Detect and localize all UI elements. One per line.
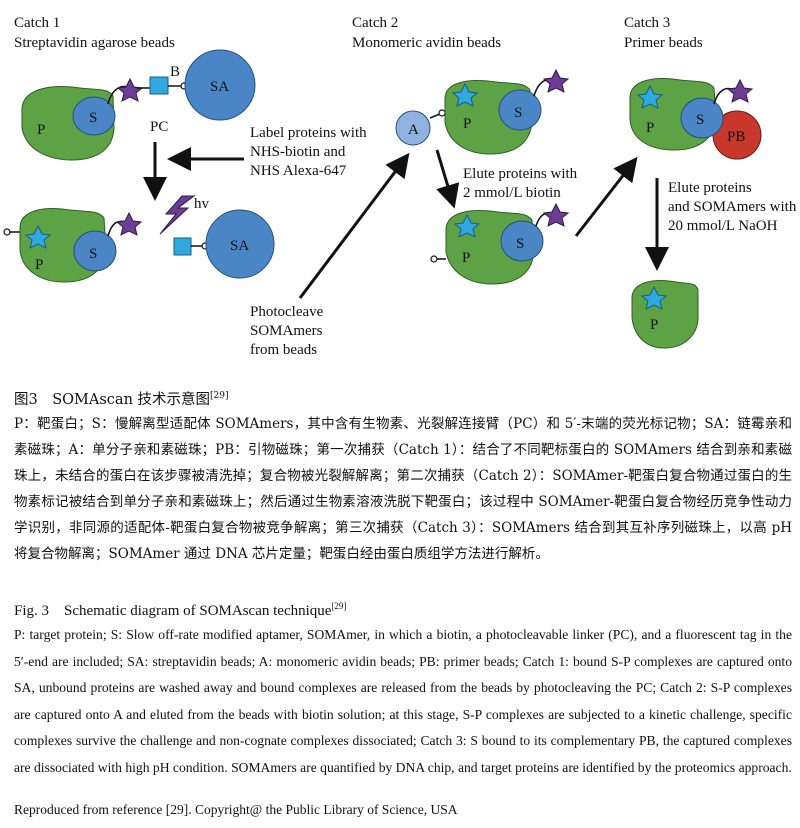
caption-cn-body: P：靶蛋白；S：慢解离型适配体 SOMAmers，其中含有生物素、光裂解连接臂（… <box>14 416 792 562</box>
fluorescent-tag-star-icon <box>115 211 143 236</box>
fluorescent-tag-star-icon <box>726 78 754 103</box>
aptamer-shape <box>73 230 117 272</box>
label-SA: SA <box>230 238 249 254</box>
caption-en-title-text: Fig. 3 Schematic diagram of SOMAscan tec… <box>14 603 332 619</box>
somascan-diagram: Catch 1 Streptavidin agarose beads Catch… <box>3 15 800 358</box>
label-P: P <box>646 120 654 136</box>
biotin-square <box>173 237 192 256</box>
catch3-title: Catch 3 <box>624 15 670 31</box>
released-streptavidin-bead: SA <box>173 209 275 279</box>
label-proteins-note: Label proteins with NHS-biotin and NHS A… <box>250 125 370 179</box>
caption-en-title: Fig. 3 Schematic diagram of SOMAscan tec… <box>14 594 792 624</box>
streptavidin-bead <box>184 49 256 121</box>
label-PC: PC <box>150 119 168 135</box>
protein-label-star-icon <box>636 84 664 109</box>
label-PB: PB <box>727 129 745 145</box>
protein-label-star-icon <box>640 285 668 310</box>
catch1-bottom-complex: P S <box>3 208 143 283</box>
caption-en-ref: [29] <box>331 601 347 611</box>
label-SA: SA <box>210 79 229 95</box>
protein-label-star-icon <box>24 224 52 249</box>
label-B: B <box>170 64 180 80</box>
target-protein <box>631 280 699 349</box>
label-S: S <box>89 110 97 126</box>
label-P: P <box>37 122 45 138</box>
catch1-subtitle: Streptavidin agarose beads <box>14 35 175 51</box>
label-A: A <box>408 122 419 138</box>
catch2-bottom-complex: P S <box>430 202 570 285</box>
catch2-title: Catch 2 <box>352 15 398 31</box>
eluted-protein: P <box>631 280 699 349</box>
photocleave-note: Photocleave SOMAmers from beads <box>250 304 327 358</box>
elute-biotin-note: Elute proteins with 2 mmol/L biotin <box>463 166 581 201</box>
catch2-elute-arrow <box>435 149 460 209</box>
light-bolt-icon <box>159 195 196 235</box>
catch3-top-complex: P S PB <box>629 78 762 160</box>
protein-label-star-icon <box>453 213 481 238</box>
catch3-subtitle: Primer beads <box>624 35 703 51</box>
elute-naoh-note: Elute proteins and SOMAmers with 20 mmol… <box>668 180 800 234</box>
catch1-title: Catch 1 <box>14 15 60 31</box>
photocleave-arrow <box>298 152 410 299</box>
biotin-square <box>149 76 169 95</box>
protein-label-star-icon <box>451 82 479 107</box>
fluorescent-tag-star-icon <box>116 77 144 102</box>
catch2-to-catch3-arrow <box>574 156 638 237</box>
label-P: P <box>463 116 471 132</box>
label-hv: hv <box>194 196 210 212</box>
caption-cn-title: 图3 SOMAscan 技术示意图[29] <box>14 384 792 413</box>
catch2-subtitle: Monomeric avidin beads <box>352 35 501 51</box>
avidin-bead <box>395 110 431 146</box>
catch1-top-complex: P S B SA PC <box>21 49 256 161</box>
label-P: P <box>650 317 658 333</box>
streptavidin-bead <box>205 209 275 279</box>
caption-cn-title-text: 图3 SOMAscan 技术示意图 <box>14 391 211 408</box>
caption-cn-ref: [29] <box>210 391 229 401</box>
label-S: S <box>696 112 704 128</box>
label-S: S <box>516 236 524 252</box>
reproduced-note: Reproduced from reference [29]. Copyrigh… <box>14 802 458 817</box>
label-P: P <box>462 250 470 266</box>
caption-en-body: P: target protein; S: Slow off-rate modi… <box>14 627 792 775</box>
label-P: P <box>35 257 43 273</box>
fluorescent-tag-star-icon <box>542 202 570 227</box>
label-S: S <box>514 105 522 121</box>
label-S: S <box>89 246 97 262</box>
aptamer-shape <box>680 97 724 139</box>
fluorescent-tag-star-icon <box>542 68 570 93</box>
aptamer-shape <box>500 220 544 262</box>
aptamer-shape <box>72 96 116 136</box>
catch2-top-complex: A P S <box>395 68 570 155</box>
aptamer-shape <box>498 89 542 131</box>
